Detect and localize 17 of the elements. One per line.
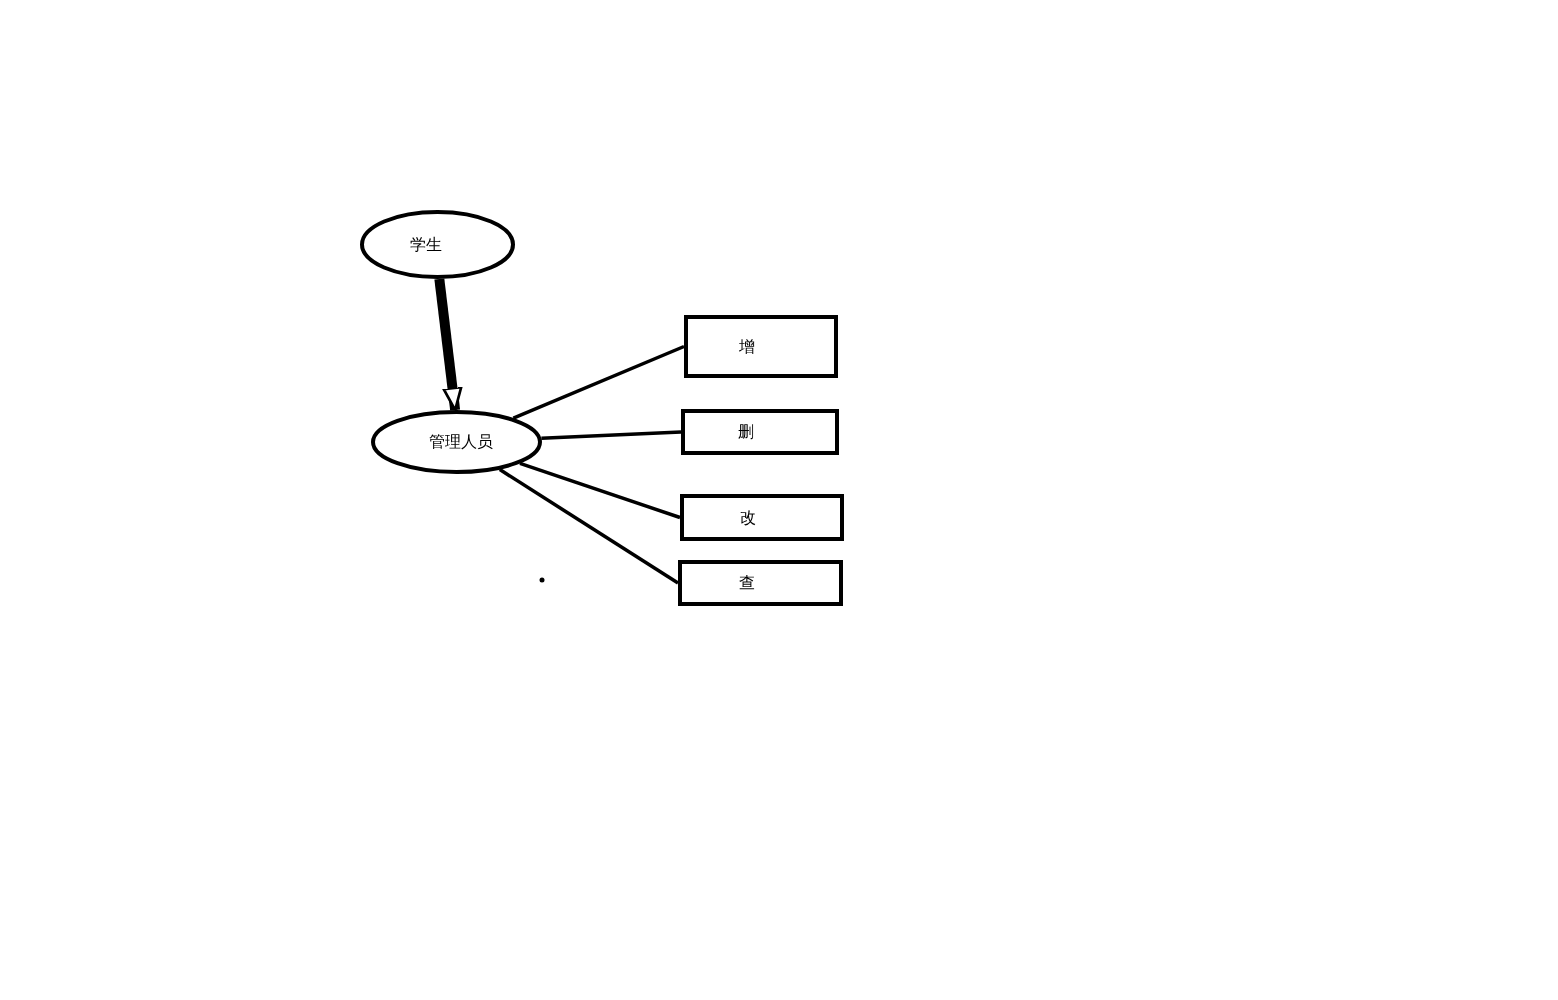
process-box — [678, 560, 843, 606]
connector-line — [512, 344, 685, 420]
connector-line — [519, 461, 681, 520]
node-label: 增 — [739, 335, 755, 358]
ellipse-node — [360, 210, 515, 279]
process-box — [680, 494, 844, 541]
arrow — [434, 278, 463, 412]
node-label: 查 — [738, 572, 755, 594]
process-box — [681, 409, 839, 455]
ellipse-node — [371, 410, 542, 474]
process-box — [684, 315, 838, 378]
node-label: 改 — [740, 506, 756, 529]
node-label: 学生 — [409, 233, 442, 256]
connector-line — [498, 468, 679, 585]
node-label: 删 — [738, 421, 754, 443]
node-label: 管理人员 — [428, 431, 493, 453]
connector-line — [541, 430, 682, 440]
